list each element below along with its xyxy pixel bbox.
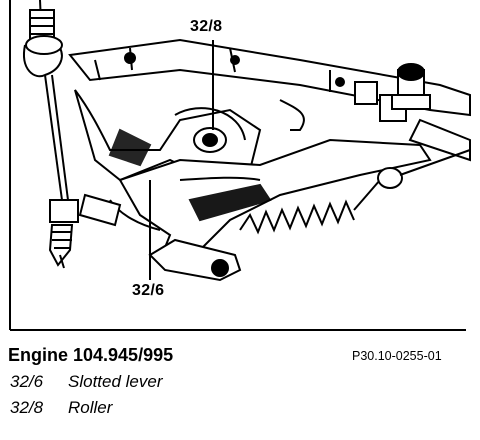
legend-label: Slotted lever (68, 372, 163, 391)
upper-rail (68, 38, 471, 122)
engine-label: Engine 104.945/995 (8, 345, 174, 365)
legend-code: 32/8 (10, 398, 44, 417)
callout-leaders (149, 40, 214, 280)
callout-32-6: 32/6 (132, 282, 165, 299)
legend-item: 32/8 Roller (10, 398, 112, 418)
legend-label: Roller (68, 398, 113, 417)
left-rod (23, 0, 79, 269)
lower-arm (78, 193, 242, 282)
figure-frame (9, 0, 466, 331)
legend-item: 32/6 Slotted lever (10, 372, 163, 392)
legend-code: 32/6 (10, 372, 44, 391)
top-right-nut (391, 63, 471, 162)
slotted-lever (118, 138, 432, 267)
figure-reference-code: P30.10-0255-01 (352, 349, 442, 363)
tension-spring (239, 149, 471, 235)
callout-32-8: 32/8 (190, 18, 223, 35)
